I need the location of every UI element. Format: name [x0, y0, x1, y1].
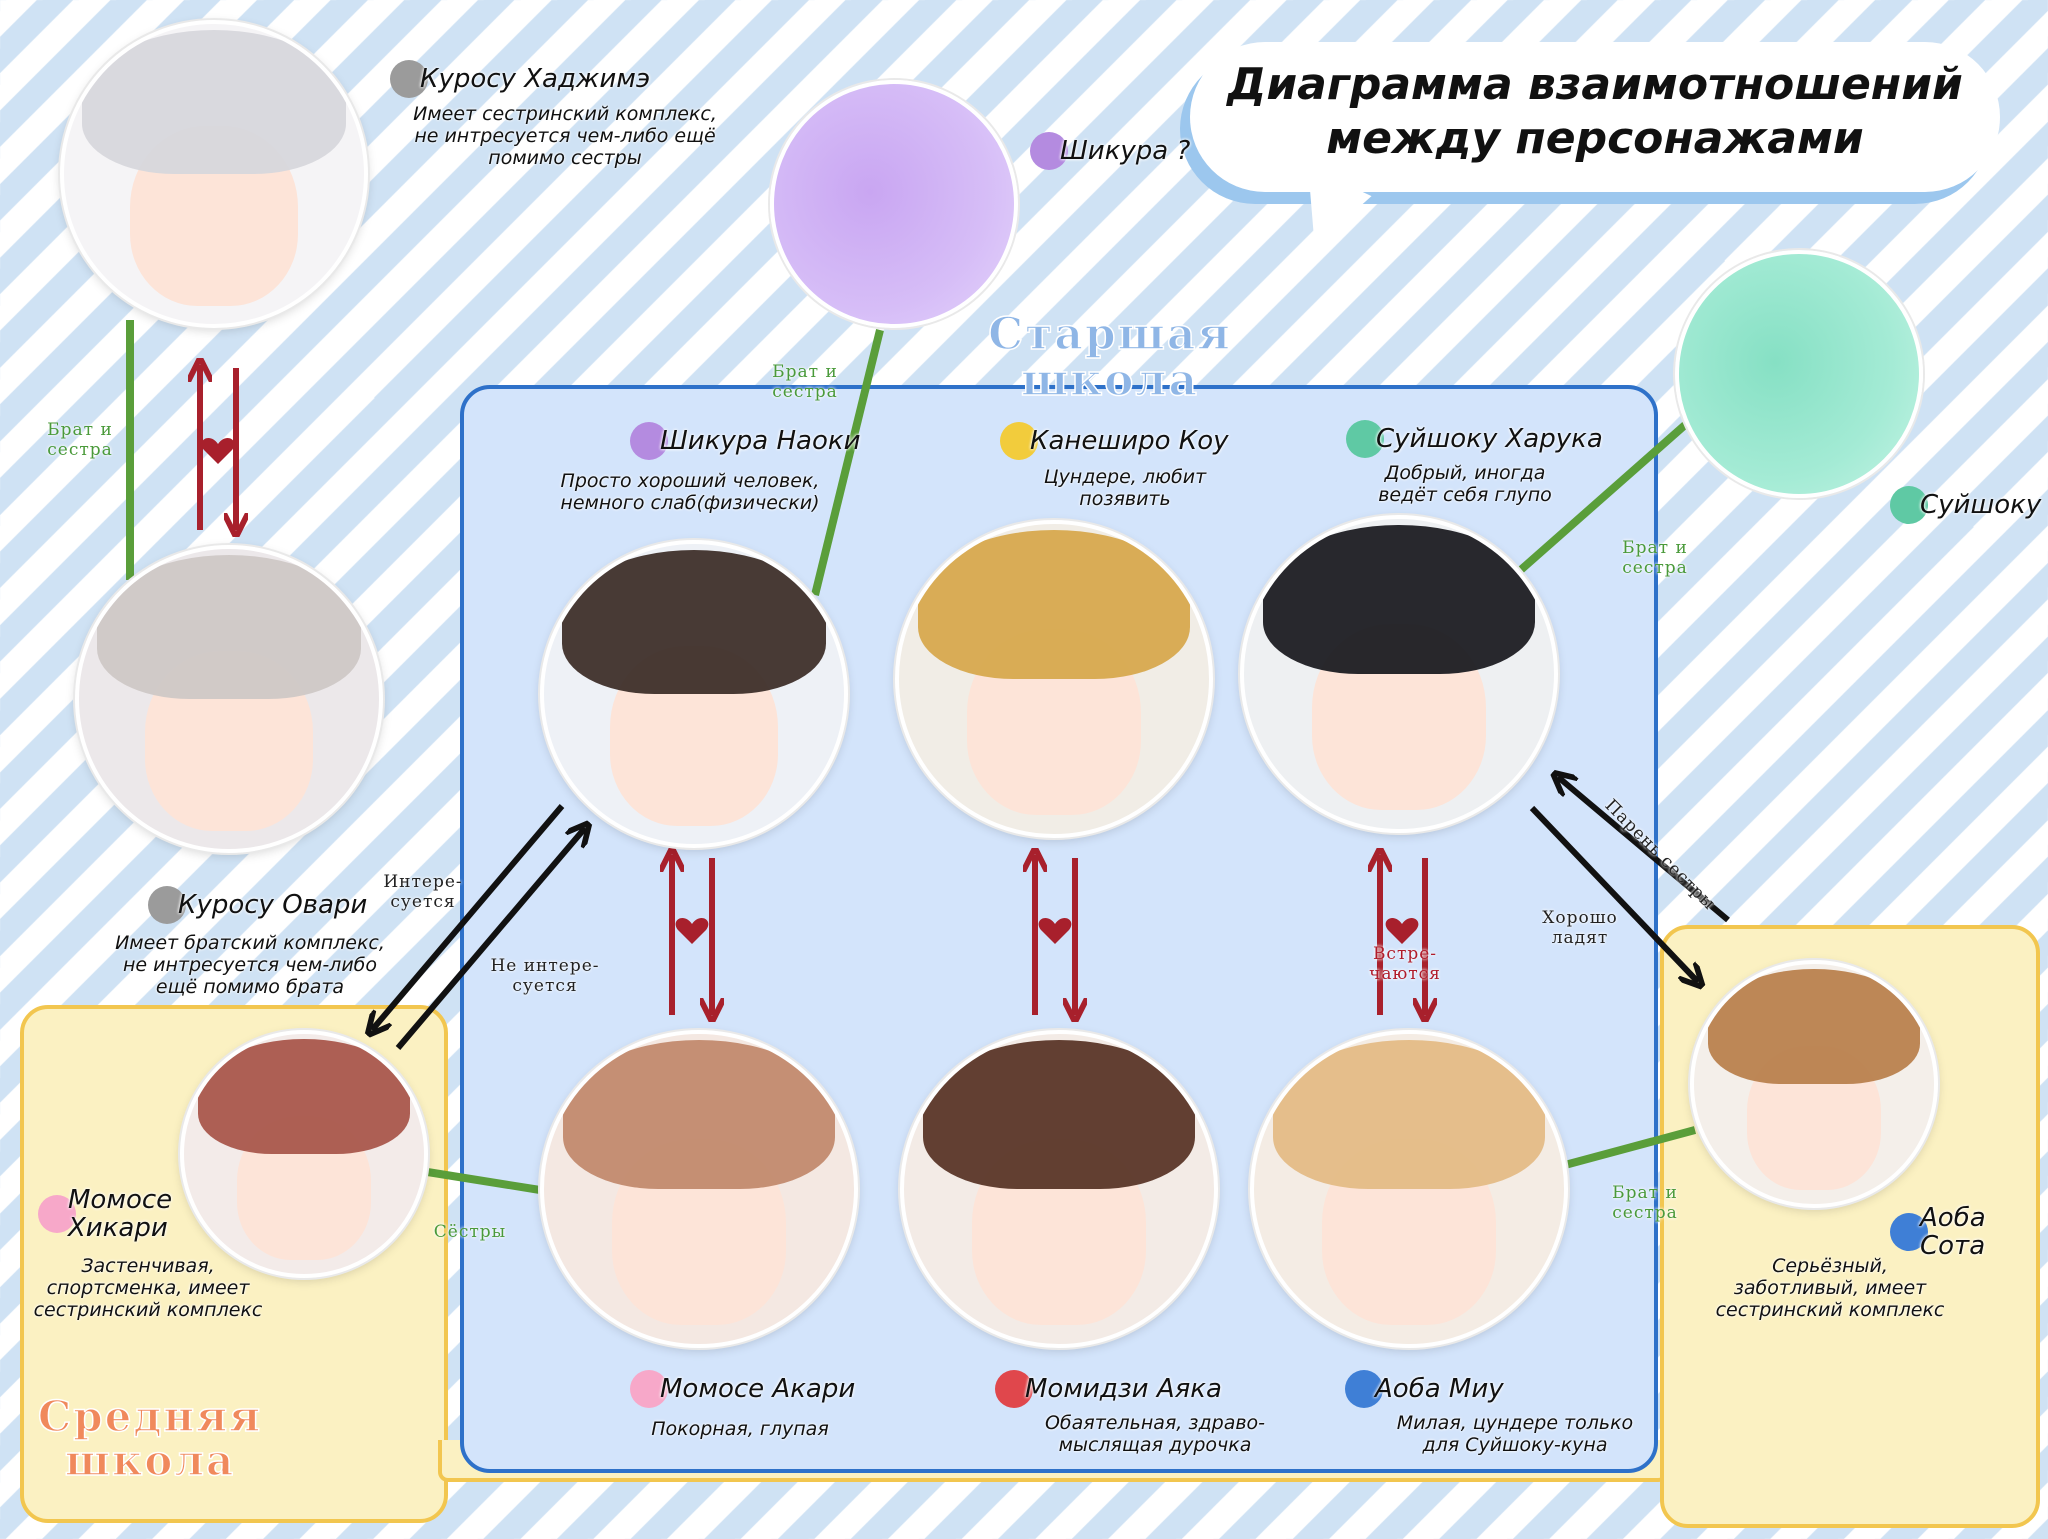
name-text: Шикура Наоки — [660, 426, 861, 456]
relation-label-interested: Интере-суется — [383, 872, 463, 912]
name-text: Момосе Хикари — [68, 1185, 173, 1243]
desc-momose-hikari: Застенчивая, спортсменка, имеет сестринс… — [33, 1255, 263, 1321]
heart-icon — [675, 917, 709, 944]
relation-label-sisters-momose: Сёстры — [433, 1222, 507, 1242]
name-kaneshiro-kou: Канеширо Коу — [1000, 422, 1229, 460]
name-momidzi-ayaka: Момидзи Аяка — [995, 1370, 1222, 1408]
name-dot — [1890, 1213, 1928, 1251]
arrow-naoki-not-interested-in-hikari — [372, 804, 565, 1030]
portrait-kaneshiro-kou — [895, 520, 1213, 838]
portrait-kurosu-owari — [75, 545, 383, 853]
portrait-kurosu-hajime — [60, 20, 368, 328]
page-title: Диаграмма взаимотношений между персонажа… — [1227, 59, 1963, 164]
name-suishoku-haruka: Суйшоку Харука — [1346, 420, 1603, 458]
arrow-hikari-interested-in-naoki — [395, 828, 585, 1050]
name-text: Аоба Сота — [1920, 1203, 1986, 1261]
name-text: Момосе Акари — [660, 1374, 856, 1404]
high-school-label: Старшая школа — [987, 309, 1232, 407]
silhouette-suishoku-unknown — [1675, 250, 1923, 498]
name-aoba-miu: Аоба Миу — [1345, 1370, 1504, 1408]
relation-label-dating: Встре-чаются — [1369, 944, 1441, 984]
siblings-line-suishoku — [1512, 422, 1688, 578]
desc-momose-akari: Покорная, глупая — [651, 1418, 829, 1440]
name-text: Куросу Овари — [178, 890, 368, 920]
portrait-shikura-naoki — [540, 540, 848, 848]
name-text: Канеширо Коу — [1030, 426, 1229, 456]
desc-kaneshiro-kou: Цундере, любит позявить — [1043, 466, 1207, 510]
heart-icon — [201, 437, 235, 464]
name-text: Шикура ? — [1060, 136, 1191, 166]
relation-label-siblings-aoba: Брат и сестра — [1612, 1183, 1678, 1223]
desc-shikura-naoki: Просто хороший человек, немного слаб(физ… — [560, 470, 820, 514]
name-kurosu-hajime: Куросу Хаджимэ — [390, 60, 650, 98]
name-dot — [1000, 422, 1038, 460]
name-dot — [390, 60, 428, 98]
relation-label-not-interested: Не интере-суется — [490, 956, 600, 996]
name-dot — [148, 886, 186, 924]
name-dot — [1346, 420, 1384, 458]
portrait-momidzi-ayaka — [900, 1030, 1218, 1348]
portrait-suishoku-haruka — [1240, 515, 1558, 833]
heart-icon — [1385, 917, 1419, 944]
name-dot — [630, 1370, 668, 1408]
name-text: Аоба Миу — [1375, 1374, 1504, 1404]
name-shikura-unknown: Шикура ? — [1030, 132, 1190, 170]
name-shikura-naoki: Шикура Наоки — [630, 422, 860, 460]
desc-kurosu-hajime: Имеет сестринский комплекс, не интресует… — [413, 103, 717, 169]
name-momose-hikari: Момосе Хикари — [38, 1186, 188, 1242]
name-dot — [995, 1370, 1033, 1408]
middle-school-label: Средняя школа — [37, 1392, 263, 1486]
siblings-line-aoba — [1563, 1126, 1697, 1169]
name-text: Куросу Хаджимэ — [420, 64, 651, 94]
desc-aoba-miu: Милая, цундере только для Суйшоку-куна — [1396, 1412, 1634, 1456]
name-dot — [1345, 1370, 1383, 1408]
arrow-sota-sisters-boyfriend — [1558, 777, 1730, 923]
desc-kurosu-owari: Имеет братский комплекс, не интресуется … — [115, 932, 385, 998]
name-aoba-sota: Аоба Сота — [1890, 1204, 2000, 1260]
name-text: Суйшоку ? — [1920, 490, 2048, 520]
desc-suishoku-haruka: Добрый, иногда ведёт себя глупо — [1378, 462, 1552, 506]
name-suishoku-unknown: Суйшоку ? — [1890, 486, 2048, 524]
arrow-haruka-get-along — [1529, 805, 1698, 982]
sisters-line-momose — [414, 1166, 541, 1194]
name-text: Суйшоку Харука — [1376, 424, 1603, 454]
title-speech-bubble — [1190, 42, 2000, 192]
relation-label-siblings-shikura: Брат и сестра — [772, 362, 838, 402]
portrait-aoba-sota — [1690, 960, 1938, 1208]
desc-aoba-sota: Серьёзный, заботливый, имеет сестринский… — [1715, 1255, 1945, 1321]
name-momose-akari: Момосе Акари — [630, 1370, 855, 1408]
relation-label-get-along: Хорошо ладят — [1542, 908, 1618, 948]
name-dot — [38, 1195, 76, 1233]
relation-label-siblings-suishoku: Брат и сестра — [1622, 538, 1688, 578]
portrait-momose-hikari — [180, 1030, 428, 1278]
portrait-momose-akari — [540, 1030, 858, 1348]
name-dot — [1890, 486, 1928, 524]
desc-momidzi-ayaka: Обаятельная, здраво-мыслящая дурочка — [1044, 1412, 1266, 1456]
heart-icon — [1038, 917, 1072, 944]
siblings-line-shikura — [811, 329, 884, 596]
name-text: Момидзи Аяка — [1025, 1374, 1222, 1404]
name-kurosu-owari: Куросу Овари — [148, 886, 367, 924]
name-dot — [1030, 132, 1068, 170]
relation-label-siblings-kurosu: Брат и сестра — [47, 420, 113, 460]
name-dot — [630, 422, 668, 460]
portrait-aoba-miu — [1250, 1030, 1568, 1348]
silhouette-shikura-unknown — [770, 80, 1018, 328]
